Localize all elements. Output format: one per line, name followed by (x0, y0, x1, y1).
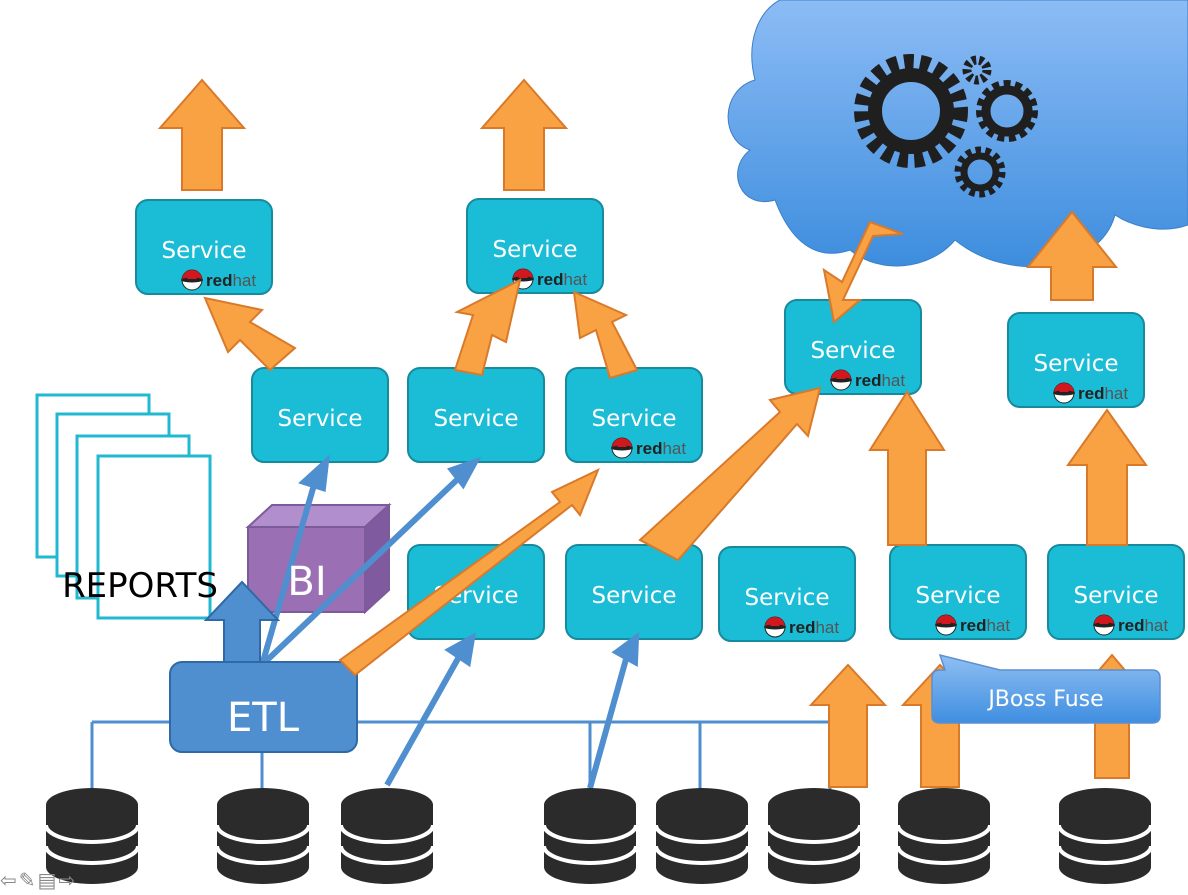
service-box[interactable]: Service (251, 367, 389, 463)
service-label: Service (591, 583, 676, 609)
reports-documents (35, 393, 212, 620)
redhat-logo-icon: redhat (511, 268, 587, 290)
redhat-logo-icon: redhat (829, 369, 905, 391)
service-box[interactable]: Service redhat (565, 367, 703, 463)
svg-text:redhat: redhat (206, 271, 256, 290)
svg-text:redhat: redhat (636, 439, 686, 458)
service-box[interactable]: Service redhat (1047, 544, 1185, 640)
gears-icon (854, 54, 1038, 198)
database-icon (542, 786, 638, 886)
service-label: Service (915, 583, 1000, 609)
service-label: Service (1073, 583, 1158, 609)
database-icon (896, 786, 992, 886)
svg-text:redhat: redhat (960, 616, 1010, 635)
redhat-logo-icon: redhat (1052, 382, 1128, 404)
redhat-logo-icon: redhat (610, 437, 686, 459)
menu-icon[interactable]: ▤ (37, 869, 57, 892)
svg-text:redhat: redhat (1078, 384, 1128, 403)
service-label: Service (1033, 351, 1118, 377)
svg-text:redhat: redhat (537, 270, 587, 289)
service-label: Service (492, 237, 577, 263)
service-label: Service (744, 585, 829, 611)
svg-text:redhat: redhat (789, 618, 839, 637)
etl-box[interactable]: ETL (169, 661, 358, 753)
redhat-logo-icon: redhat (180, 269, 256, 291)
etl-to-reports-arrow (203, 580, 281, 666)
svg-text:redhat: redhat (855, 371, 905, 390)
service-label: Service (591, 406, 676, 432)
service-box[interactable]: Service redhat (135, 199, 273, 295)
service-label: Service (433, 406, 518, 432)
service-label: Service (810, 338, 895, 364)
database-icon (766, 786, 862, 886)
redhat-logo-icon: redhat (763, 616, 839, 638)
redhat-logo-icon: redhat (1092, 614, 1168, 636)
database-icon (654, 786, 750, 886)
service-box[interactable]: Service redhat (1007, 312, 1145, 408)
database-icon (215, 786, 311, 886)
service-label: Service (277, 406, 362, 432)
service-box[interactable]: Service (565, 544, 703, 640)
service-box[interactable]: Service redhat (889, 544, 1027, 640)
service-box[interactable]: Service (407, 367, 545, 463)
service-box[interactable]: Service redhat (718, 546, 856, 642)
service-box[interactable]: Service (407, 544, 545, 640)
service-label: Service (161, 238, 246, 264)
blue-links (259, 454, 640, 789)
slide-navigation: ⇦ ✎ ▤ ⇨ (0, 866, 75, 895)
redhat-logo-icon: redhat (934, 614, 1010, 636)
pen-icon[interactable]: ✎ (18, 869, 36, 892)
service-box[interactable]: Service redhat (784, 299, 922, 395)
previous-slide-icon[interactable]: ⇦ (0, 869, 17, 892)
reports-label: REPORTS (62, 566, 218, 606)
next-slide-icon[interactable]: ⇨ (58, 869, 76, 892)
bi-label: BI (287, 559, 326, 605)
jboss-fuse-callout: JBoss Fuse (931, 653, 1161, 724)
database-icon (339, 786, 435, 886)
svg-text:redhat: redhat (1118, 616, 1168, 635)
etl-label: ETL (227, 695, 300, 741)
database-icon (1057, 786, 1153, 886)
callout-label: JBoss Fuse (986, 687, 1103, 712)
service-box[interactable]: Service redhat (466, 198, 604, 294)
